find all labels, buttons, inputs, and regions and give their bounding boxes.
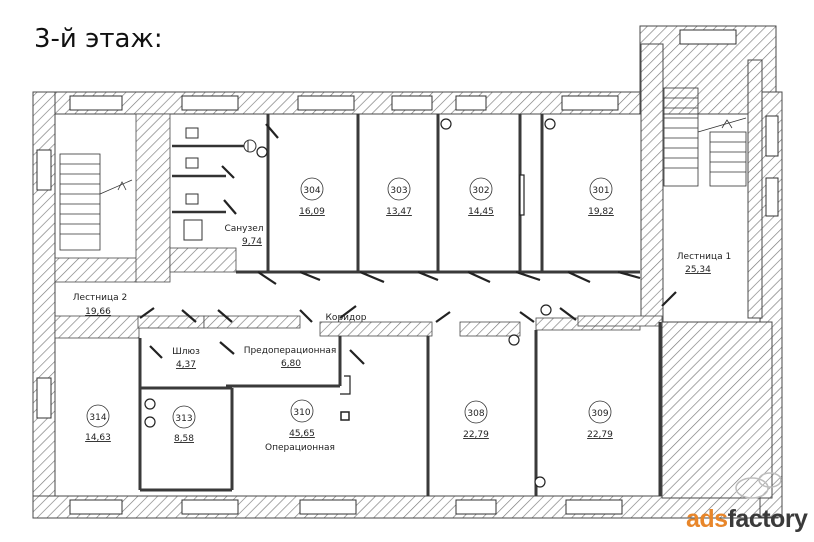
room-area: 4,37 [176, 360, 196, 370]
room-area: 22,79 [463, 430, 489, 440]
room-name: Лестница 1 [677, 252, 731, 262]
room-area: 45,65 [289, 429, 315, 439]
room-310: 310 45,65 Операционная [265, 399, 335, 453]
room-stair2: Лестница 2 19,66 [73, 293, 127, 317]
room-area: 19,66 [85, 307, 111, 317]
room-301: 301 19,82 [588, 177, 614, 217]
partitions [138, 114, 662, 496]
room-number: 310 [293, 408, 310, 418]
fixtures [144, 118, 556, 488]
room-number: 313 [175, 414, 192, 424]
room-name: Санузел [224, 224, 263, 234]
floor-title: 3-й этаж: [34, 24, 163, 54]
watermark-part2: factory [727, 505, 808, 533]
doors [139, 123, 677, 365]
room-area: 9,74 [242, 237, 262, 247]
room-313: 313 8,58 [172, 405, 196, 444]
room-preop: Предоперационная 6,80 [244, 346, 337, 369]
room-name: Коридор [326, 313, 367, 323]
room-314: 314 14,63 [85, 404, 111, 443]
room-area: 16,09 [299, 207, 325, 217]
room-304: 304 16,09 [299, 177, 325, 217]
room-area: 8,58 [174, 434, 194, 444]
watermark-part1: ads [686, 505, 728, 533]
room-name: Шлюз [172, 347, 200, 357]
room-309: 309 22,79 [587, 400, 613, 440]
room-number: 308 [467, 409, 484, 419]
wc-fixtures [172, 127, 257, 241]
room-area: 19,82 [588, 207, 614, 217]
room-308: 308 22,79 [463, 400, 489, 440]
room-corridor: Коридор [326, 313, 367, 323]
room-number: 303 [390, 186, 407, 196]
room-area: 14,45 [468, 207, 494, 217]
inner-walls [54, 113, 663, 339]
stairs [59, 87, 747, 251]
room-area: 22,79 [587, 430, 613, 440]
room-area: 6,80 [281, 359, 301, 369]
watermark-icon [735, 472, 782, 499]
room-name: Операционная [265, 443, 335, 453]
room-airlock: Шлюз 4,37 [172, 347, 200, 370]
room-wc: Санузел 9,74 [224, 224, 263, 247]
room-stair1: Лестница 1 25,34 [677, 252, 731, 275]
room-number: 309 [591, 409, 608, 419]
room-302: 302 14,45 [468, 177, 494, 217]
room-area: 25,34 [685, 265, 711, 275]
room-labels: 304 16,09 303 13,47 302 14,45 301 19,82 … [73, 177, 731, 453]
windows [36, 29, 779, 515]
room-name: Предоперационная [244, 346, 337, 356]
room-number: 301 [592, 186, 609, 196]
room-number: 314 [89, 413, 106, 423]
room-number: 302 [472, 186, 489, 196]
room-area: 13,47 [386, 207, 412, 217]
watermark-logo: adsfactory [686, 505, 808, 534]
room-number: 304 [303, 186, 320, 196]
room-area: 14,63 [85, 433, 111, 443]
room-303: 303 13,47 [386, 177, 412, 217]
room-name: Лестница 2 [73, 293, 127, 303]
